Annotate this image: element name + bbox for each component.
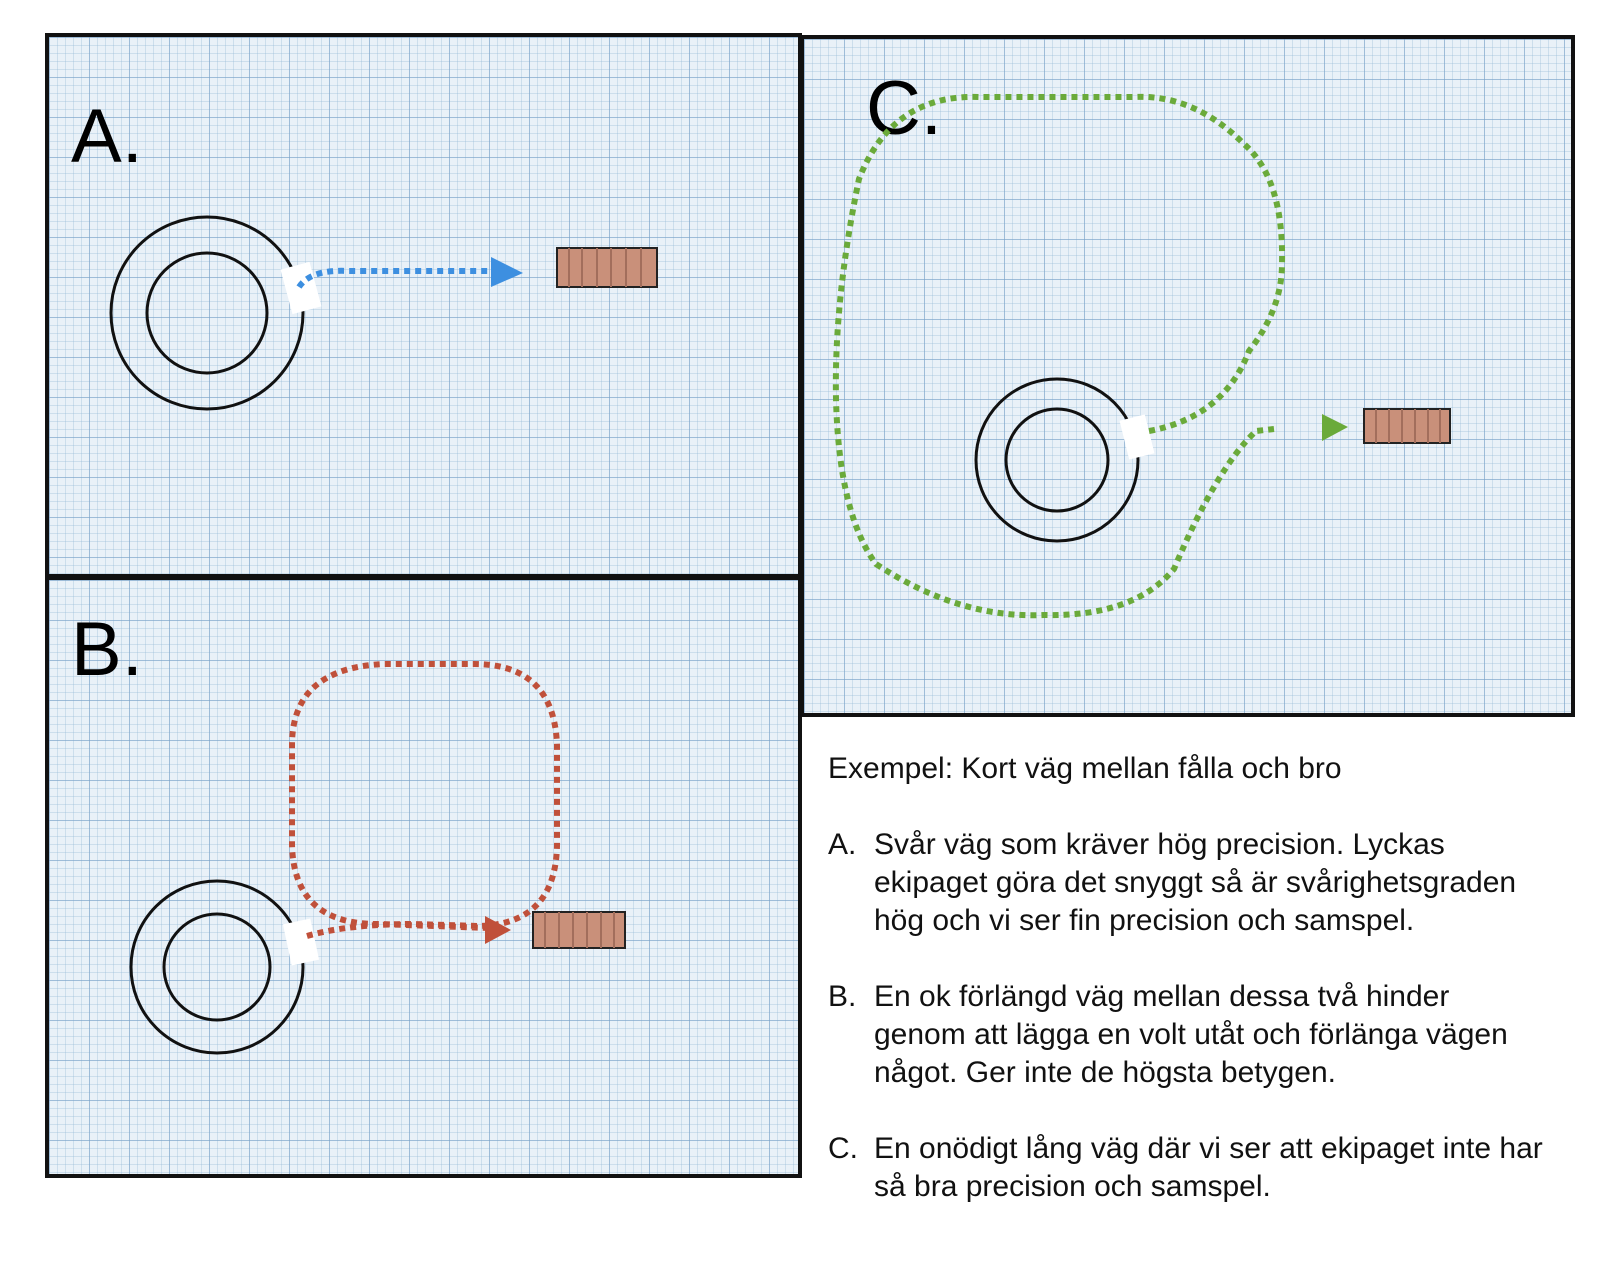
arrowhead-b xyxy=(485,916,511,944)
caption-item-a: A. Svår väg som kräver hög precision. Ly… xyxy=(828,826,1548,940)
panel-b-letter: B. xyxy=(71,607,143,692)
arrowhead-c xyxy=(1322,414,1348,441)
route-path-b xyxy=(289,661,561,939)
caption-marker: B. xyxy=(828,980,857,1013)
panel-b-drawing xyxy=(129,661,626,1055)
caption-title: Exempel: Kort väg mellan fålla och bro xyxy=(828,752,1342,785)
panel-a: A. xyxy=(45,33,802,578)
pen-enclosure xyxy=(974,377,1155,543)
bridge-obstacle xyxy=(1363,408,1451,444)
pen-enclosure xyxy=(129,879,320,1055)
route-path-a xyxy=(296,267,497,289)
pen-gate xyxy=(282,918,320,966)
arrowhead-a xyxy=(491,257,523,287)
caption-text: Svår väg som kräver hög precision. Lycka… xyxy=(874,828,1517,937)
bridge-obstacle xyxy=(532,911,626,949)
caption-text: En ok förlängd väg mellan dessa två hind… xyxy=(874,980,1508,1089)
pen-gate xyxy=(1119,414,1155,460)
panel-a-drawing xyxy=(109,215,658,411)
panel-c-drawing xyxy=(832,93,1451,619)
panel-b: B. xyxy=(45,576,802,1178)
caption-item-c: C. En onödigt lång väg där vi ser att ek… xyxy=(828,1130,1548,1206)
caption-item-b: B. En ok förlängd väg mellan dessa två h… xyxy=(828,978,1548,1092)
caption-text: En onödigt lång väg där vi ser att ekipa… xyxy=(874,1132,1543,1203)
panel-c: C. xyxy=(800,35,1575,717)
panel-a-letter: A. xyxy=(71,94,143,179)
caption: Exempel: Kort väg mellan fålla och bro A… xyxy=(828,750,1548,1244)
bridge-obstacle xyxy=(556,247,658,288)
panel-c-letter: C. xyxy=(866,66,942,151)
caption-marker: A. xyxy=(828,828,857,861)
pen-enclosure xyxy=(109,215,322,411)
route-path-c xyxy=(832,93,1286,619)
caption-marker: C. xyxy=(828,1132,858,1165)
